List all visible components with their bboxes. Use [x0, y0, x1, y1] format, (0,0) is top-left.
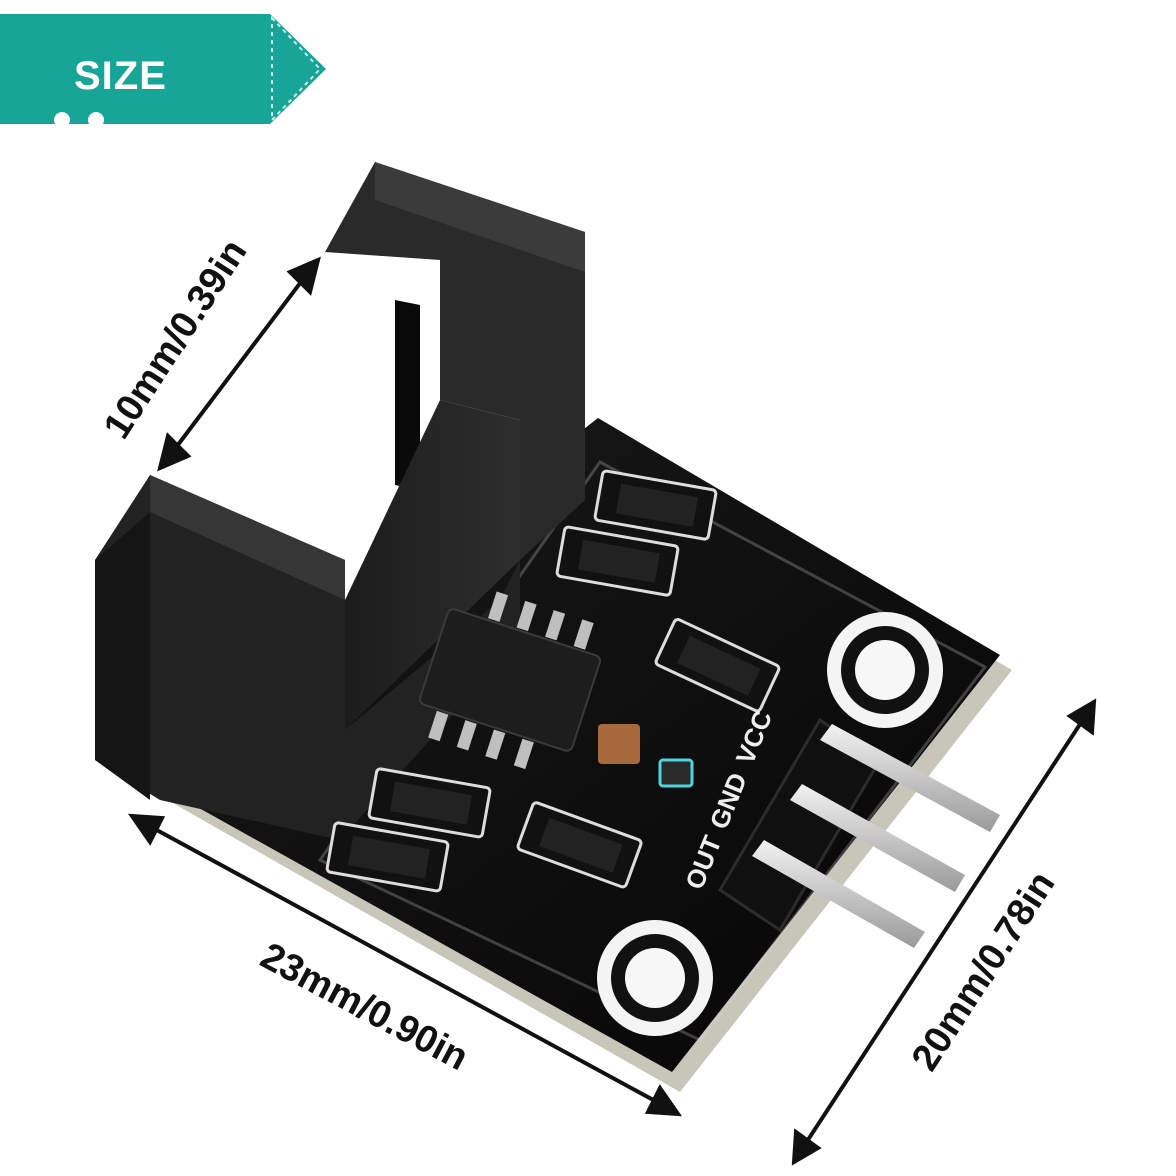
header-pins: [752, 724, 1000, 948]
resistor-r5: [325, 821, 450, 893]
mounting-hole-bottom: [597, 920, 713, 1036]
ic-chip: [419, 591, 601, 770]
dimension-arrow-length: [127, 813, 683, 1117]
resistor-r4: [367, 767, 492, 839]
resistor-r1: [593, 469, 718, 541]
size-badge: SIZE: [0, 14, 330, 128]
led: [658, 758, 694, 788]
size-badge-label: SIZE: [74, 54, 167, 98]
resistor-r3: [654, 618, 781, 713]
slot-sensor-left-arm: [95, 475, 520, 840]
badge-background: [0, 14, 326, 124]
dimension-arrow-width: [791, 698, 1097, 1166]
resistor-r6: [516, 801, 643, 889]
dimension-arrow-gap: [157, 256, 321, 472]
mounting-hole-top: [827, 612, 943, 728]
resistor-r2: [555, 525, 680, 597]
capacitor: [598, 724, 640, 764]
